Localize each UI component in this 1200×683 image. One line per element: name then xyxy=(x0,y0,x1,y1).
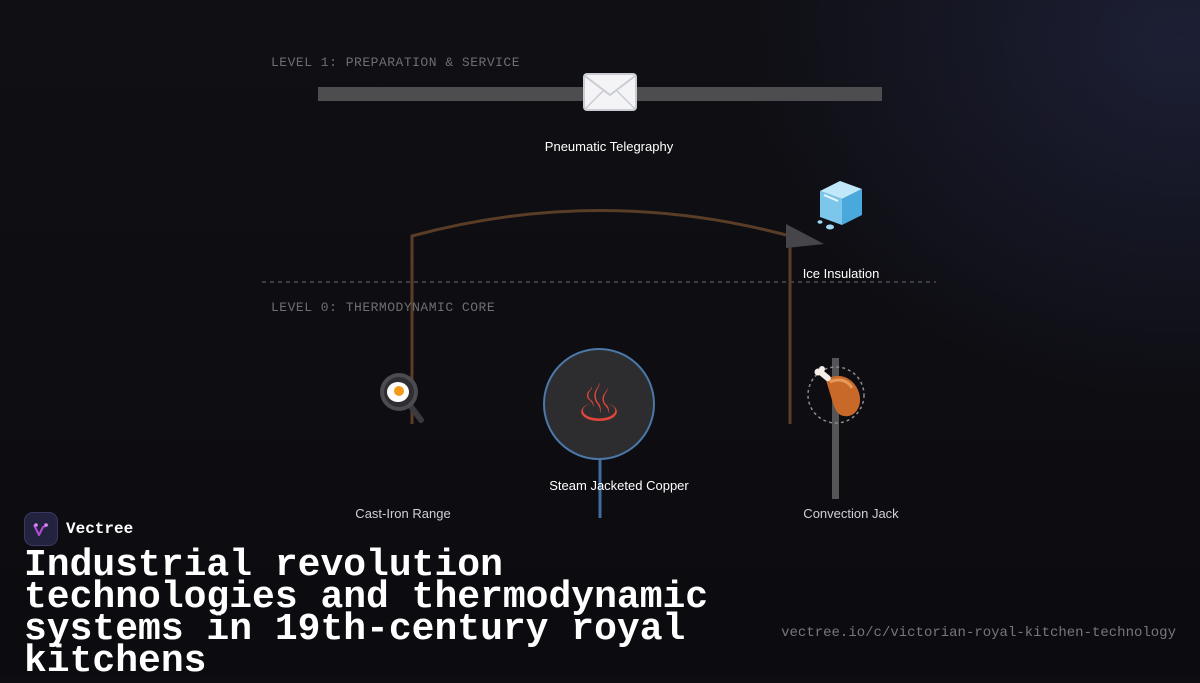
cast-iron-range-label: Cast-Iron Range xyxy=(355,506,451,521)
page-title: Industrial revolution technologies and t… xyxy=(24,544,709,683)
vectree-logo-icon xyxy=(24,512,58,546)
brand[interactable]: Vectree xyxy=(24,512,133,546)
brand-name: Vectree xyxy=(66,520,134,538)
steam-node-circle: ♨ xyxy=(543,348,655,460)
convection-jack-label: Convection Jack xyxy=(803,506,899,521)
level1-label: LEVEL 1: PREPARATION & SERVICE xyxy=(271,55,521,70)
source-url[interactable]: vectree.io/c/victorian-royal-kitchen-tec… xyxy=(781,625,1176,641)
envelope-icon xyxy=(583,73,637,111)
hot-springs-icon: ♨ xyxy=(575,374,623,434)
steam-jacketed-copper-label: Steam Jacketed Copper xyxy=(549,478,689,493)
level0-label: LEVEL 0: THERMODYNAMIC CORE xyxy=(271,300,496,315)
ice-insulation-label: Ice Insulation xyxy=(802,266,880,281)
frying-pan-egg-icon xyxy=(379,372,427,424)
pneumatic-telegraphy-label: Pneumatic Telegraphy xyxy=(544,139,674,154)
connector-arrowhead xyxy=(786,224,824,248)
jack-rotation-ring xyxy=(807,366,865,424)
ice-cube-icon xyxy=(814,177,866,233)
jack-post xyxy=(832,358,839,499)
poultry-leg-icon xyxy=(812,366,868,422)
range-to-ice-connector xyxy=(410,209,792,424)
